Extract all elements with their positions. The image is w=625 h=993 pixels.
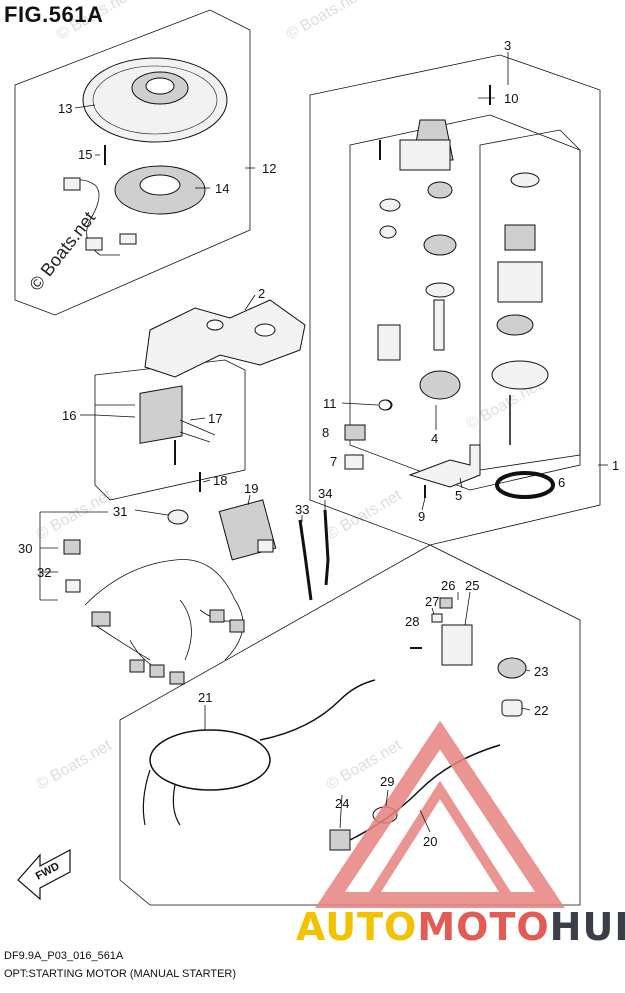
- callout-18: 18: [213, 473, 227, 488]
- brand-wordmark: AUTOMOTOHUB: [296, 905, 625, 949]
- callout-14: 14: [215, 181, 229, 196]
- frame-group-21: [119, 544, 581, 906]
- callout-32: 32: [37, 565, 51, 580]
- bracket-plate-part-2: [144, 299, 306, 378]
- brand-part-2: MOTO: [417, 905, 550, 949]
- callout-30: 30: [18, 541, 32, 556]
- nut-part-11: [378, 399, 392, 411]
- relay-part-8: [344, 424, 366, 441]
- callout-25: 25: [465, 578, 479, 593]
- callout-28: 28: [405, 614, 419, 629]
- starter-assembly-part-3: [377, 119, 461, 411]
- fwd-arrow-icon: FWD: [17, 849, 71, 901]
- callout-24: 24: [335, 796, 349, 811]
- callout-22: 22: [534, 703, 548, 718]
- model-code: DF9.9A_P03_016_561A: [4, 950, 124, 962]
- motor-internals: [491, 172, 549, 445]
- callout-10: 10: [504, 91, 518, 106]
- flywheel-part-13: [82, 57, 228, 143]
- callout-4: 4: [431, 431, 438, 446]
- callout-7: 7: [330, 454, 337, 469]
- cap-part-7: [344, 454, 364, 470]
- callout-3: 3: [504, 38, 511, 53]
- figure-caption: OPT:STARTING MOTOR (MANUAL STARTER): [4, 968, 237, 980]
- figure-title: FIG.561A: [4, 2, 104, 27]
- callout-20: 20: [423, 834, 437, 849]
- cap-part-32: [65, 579, 81, 593]
- callout-26: 26: [441, 578, 455, 593]
- callout-27: 27: [425, 594, 439, 609]
- switch-part-25: [441, 624, 473, 666]
- callout-12: 12: [262, 161, 276, 176]
- callout-33: 33: [295, 502, 309, 517]
- screw-part-26: [439, 597, 453, 609]
- frame-group-motor: [479, 129, 581, 471]
- stator-part-14: [63, 165, 206, 256]
- brand-triangle-logo: [315, 720, 565, 908]
- callout-1: 1: [612, 458, 619, 473]
- grommet-part-22: [501, 699, 523, 717]
- watermark-text: © Boats.net: [324, 487, 406, 544]
- brand-part-1: AUTO: [296, 905, 418, 949]
- band-part-6: [495, 471, 555, 499]
- callout-labels: 1 2 3 4 5 6 7 8 9 10 11 12 13 14 15 16 1…: [18, 38, 619, 849]
- callout-8: 8: [322, 425, 329, 440]
- callout-31: 31: [113, 504, 127, 519]
- grommet-part-31: [167, 509, 189, 525]
- brand-part-3: HUB: [549, 905, 625, 949]
- callout-5: 5: [455, 488, 462, 503]
- frame-group-3: [349, 114, 581, 491]
- callout-21: 21: [198, 690, 212, 705]
- watermark-text: © Boats.net: [34, 737, 116, 794]
- frame-group-16: [94, 359, 246, 501]
- callout-2: 2: [258, 286, 265, 301]
- callout-34: 34: [318, 486, 332, 501]
- callout-19: 19: [244, 481, 258, 496]
- washer-part-27: [431, 613, 443, 623]
- callout-16: 16: [62, 408, 76, 423]
- frame-group-12: [14, 9, 251, 316]
- frame-group-1: [309, 54, 601, 546]
- callout-9: 9: [418, 509, 425, 524]
- leader-lines: [74, 52, 608, 833]
- watermark-text: © Boats.net: [284, 0, 366, 43]
- cable-tie-part-33: [298, 519, 313, 601]
- fuse-holder-part-30: [63, 539, 81, 555]
- callout-23: 23: [534, 664, 548, 679]
- relay-part-19: [218, 499, 277, 561]
- callout-29: 29: [380, 774, 394, 789]
- callout-13: 13: [58, 101, 72, 116]
- switch-part-24: [329, 829, 351, 851]
- bracket-part-5: [408, 444, 481, 488]
- switch-assembly-part-21: [142, 679, 376, 826]
- callout-11: 11: [323, 396, 337, 411]
- cable-tie-part-34: [323, 509, 330, 586]
- watermark-text-dark: © Boats.net: [25, 208, 99, 295]
- rectifier-part-17: [94, 385, 216, 465]
- boot-part-23: [497, 657, 527, 679]
- callout-17: 17: [208, 411, 222, 426]
- callout-6: 6: [558, 475, 565, 490]
- wire-harness: [84, 559, 244, 671]
- watermark-text: © Boats.net: [34, 487, 116, 544]
- callout-15: 15: [78, 147, 92, 162]
